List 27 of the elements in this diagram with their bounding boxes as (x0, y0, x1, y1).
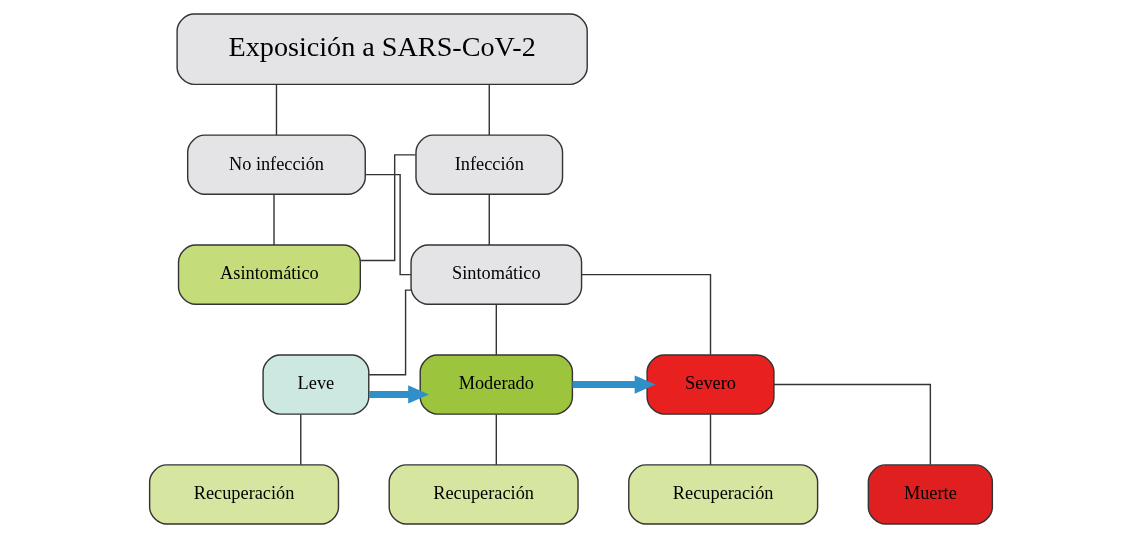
arrow (369, 385, 429, 404)
node-box: Exposición a SARS-CoV-2 (176, 13, 588, 86)
node-box: Recuperación (148, 464, 340, 525)
connector (359, 154, 417, 262)
connector (488, 194, 490, 246)
connector (495, 303, 497, 356)
connector (580, 273, 712, 356)
node-box: Leve (262, 354, 370, 415)
node-box: Asintomático (177, 244, 362, 305)
connector (300, 413, 302, 466)
connector (495, 413, 497, 466)
node-box: Recuperación (388, 464, 579, 525)
node-box: Infección (415, 134, 564, 195)
connector (275, 83, 278, 136)
node-box: Muerte (867, 464, 994, 525)
node-box: Severo (646, 354, 775, 415)
node-box: Recuperación (628, 464, 819, 525)
connector (773, 383, 932, 466)
node-box: Moderado (419, 354, 574, 415)
arrow (572, 375, 656, 394)
node-box: Sintomático (410, 244, 583, 305)
node-box: No infección (187, 134, 366, 195)
connector (488, 83, 490, 136)
connector (365, 173, 412, 276)
connector (273, 194, 275, 246)
connector (709, 413, 712, 466)
connector (368, 289, 412, 376)
